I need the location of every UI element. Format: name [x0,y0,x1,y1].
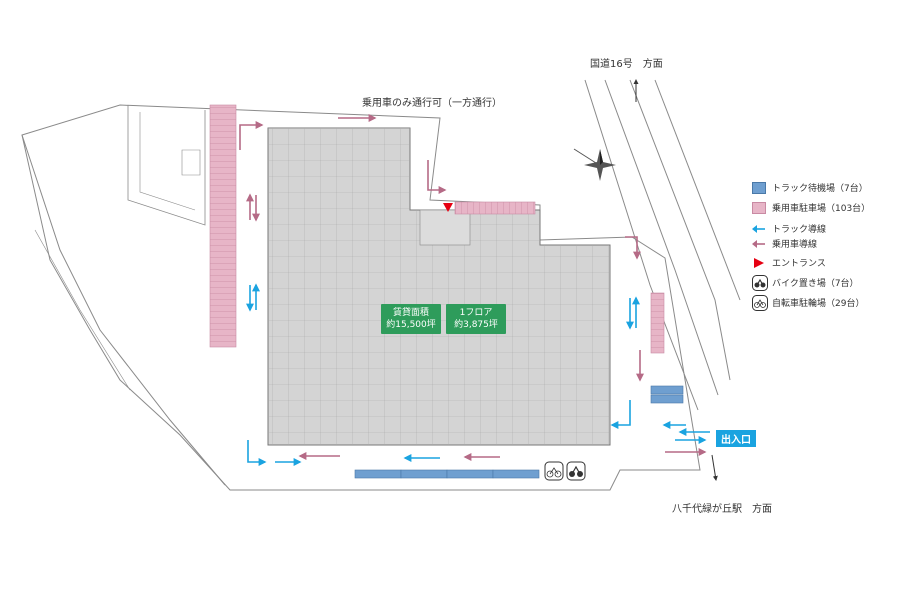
truck-route-arrow-icon [752,225,765,233]
compass-icon [573,148,616,181]
bicycle-parking-icon [544,461,564,481]
truck-wait-swatch [752,182,766,194]
legend-car-park-label: 乗用車駐車場（103台） [772,204,871,214]
legend-bicycle-label: 自転車駐輪場（29台） [772,299,865,309]
car-route [239,114,707,461]
car-park-swatch [752,202,766,214]
entrance-exit-badge: 出入口 [716,430,756,447]
legend-truck-wait-label: トラック待機場（7台） [772,184,868,194]
main-building [267,127,611,446]
floor-area-tag: 1フロア 約3,875坪 [446,304,506,334]
one-way-note: 乗用車のみ通行可（一方通行） [362,98,502,109]
floor-area-value: 約3,875坪 [454,320,498,330]
truck-route [246,283,710,466]
rental-area-value: 約15,500坪 [386,320,436,330]
rental-area-tag: 賃貸面積 約15,500坪 [381,304,441,334]
car-route-arrow-icon [752,240,765,248]
bicycle-icon [752,295,768,311]
car-park-right [650,292,665,354]
truck-waiting-right [650,385,684,404]
arrow-yachiyo [711,454,718,481]
route16-direction: 国道16号 方面 [590,59,663,70]
entrance-triangle-icon [754,258,764,268]
car-park-left [209,104,237,348]
legend-bike-label: バイク置き場（7台） [772,279,859,289]
yachiyo-direction: 八千代緑が丘駅 方面 [672,504,772,515]
floor-area-title: 1フロア [459,308,493,318]
rental-area-title: 賃貸面積 [392,308,429,318]
legend-entrance-label: エントランス [772,259,826,269]
bike-parking-icon [566,461,586,481]
road-right [584,79,741,411]
car-park-top [454,201,536,215]
legend-truck-route-label: トラック導線 [772,225,827,235]
truck-waiting-bottom [354,469,540,479]
legend-car-route-label: 乗用車導線 [772,240,818,250]
motorbike-icon [752,275,768,291]
entrance-marker [443,203,453,212]
